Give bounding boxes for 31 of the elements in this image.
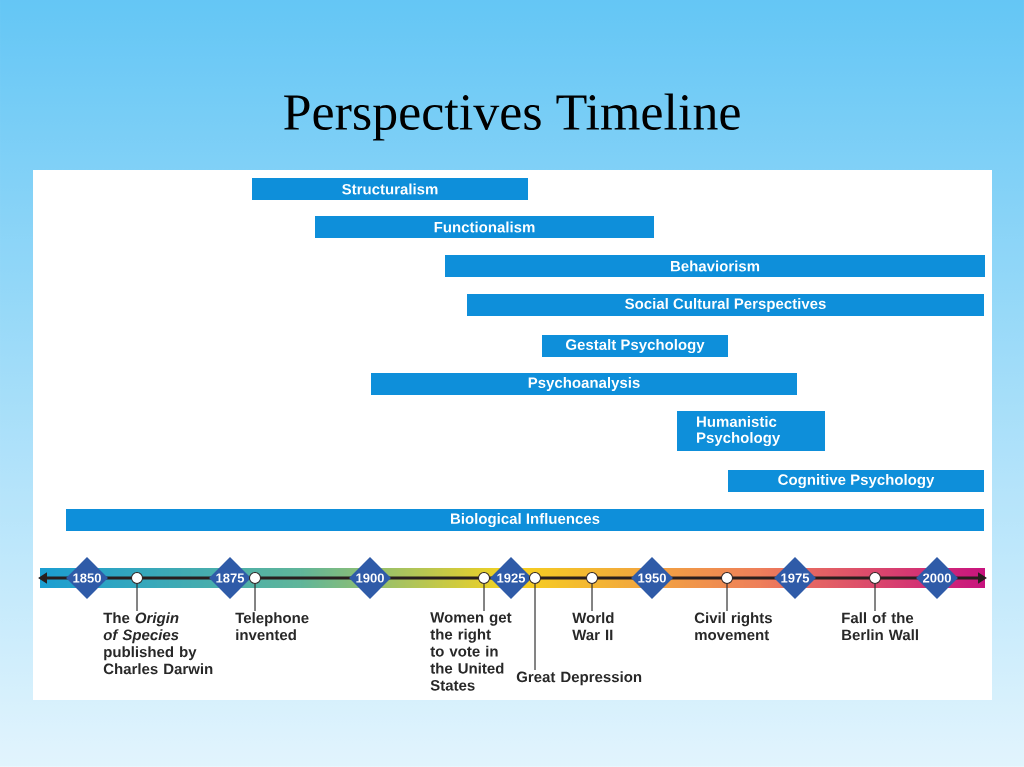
event-label: World War II xyxy=(572,612,614,641)
period-bar: Structuralism xyxy=(252,178,528,200)
event-label: Great Depression xyxy=(516,671,642,686)
event-label: Women get the right to vote in the United States xyxy=(430,612,512,691)
leader-line xyxy=(874,583,876,612)
leader-line xyxy=(136,583,138,612)
event-marker xyxy=(721,572,733,584)
event-marker xyxy=(586,572,598,584)
period-bar: Functionalism xyxy=(315,216,654,238)
period-bar: Gestalt Psychology xyxy=(542,335,728,357)
leader-line xyxy=(534,583,536,671)
event-marker xyxy=(478,572,490,584)
leader-line xyxy=(483,583,485,612)
event-marker xyxy=(249,572,261,584)
event-label: The Origin of Species published by Charles Darwin xyxy=(103,612,213,675)
period-bar: Behaviorism xyxy=(445,255,985,277)
event-label: Telephone invented xyxy=(235,612,309,641)
period-bar: Psychoanalysis xyxy=(371,373,797,395)
leader-line xyxy=(254,583,256,612)
period-bar: Humanistic Psychology xyxy=(677,411,825,451)
leader-line xyxy=(726,583,728,612)
title: Perspectives Timeline xyxy=(284,93,740,141)
event-label: Civil rights movement xyxy=(694,612,772,641)
event-marker xyxy=(869,572,881,584)
event-marker xyxy=(131,572,143,584)
leader-line xyxy=(591,583,593,612)
event-label: Fall of the Berlin Wall xyxy=(842,612,918,641)
period-bar: Cognitive Psychology xyxy=(728,470,984,492)
period-bar: Social Cultural Perspectives xyxy=(467,294,984,316)
period-bar: Biological Influences xyxy=(66,509,984,531)
event-marker xyxy=(529,572,541,584)
